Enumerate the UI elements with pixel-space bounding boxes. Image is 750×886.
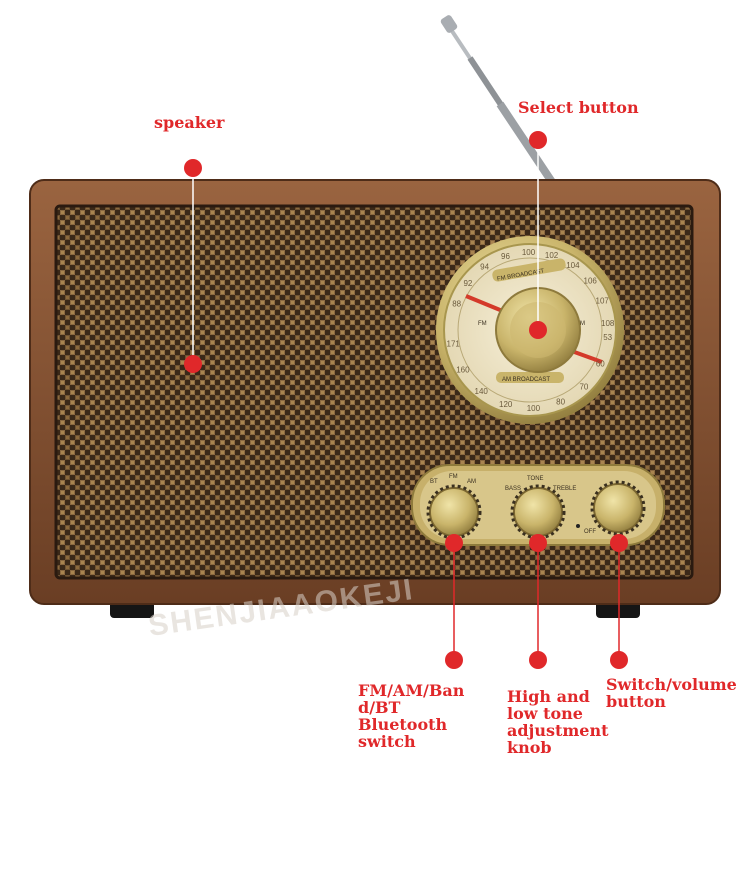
am-scale-number: 171: [447, 340, 461, 349]
fm-scale-number: 106: [584, 276, 598, 285]
select-callout-target: [529, 321, 547, 339]
am-scale-number: 100: [527, 404, 541, 413]
bass-label: BASS: [505, 486, 521, 492]
fm-scale-number: 102: [545, 251, 559, 260]
fm-scale-number: 88: [452, 299, 461, 308]
tone-knob-label: High and low tone adjustment knob: [507, 687, 609, 757]
speaker-callout-dot: [184, 159, 202, 177]
band-label-bt: BT: [430, 479, 438, 485]
band-switch-label: FM/AM/Ban d/BT Bluetooth switch: [358, 681, 465, 751]
am-band-title: AM BROADCAST: [502, 377, 550, 383]
fm-scale-number: 92: [463, 279, 472, 288]
band-switch-knob[interactable]: [429, 487, 479, 537]
tone-callout-target: [529, 534, 547, 552]
am-scale-number: 120: [499, 400, 513, 409]
fm-scale-number: 96: [501, 252, 510, 261]
select-callout-dot: [529, 131, 547, 149]
band-callout-target: [445, 534, 463, 552]
volume-knob[interactable]: [593, 483, 643, 533]
treble-label: TREBLE: [553, 486, 576, 492]
fm-scale-number: 100: [522, 248, 536, 257]
am-scale-number: 53: [603, 333, 612, 342]
tone-callout-dot: [529, 651, 547, 669]
fm-scale-number: 104: [566, 261, 580, 270]
tuning-dial: 88 92 94 96 100 102 104 106 107 108 171 160 140 120 1…: [436, 236, 624, 424]
tone-knob[interactable]: [513, 487, 563, 537]
am-scale-number: 160: [456, 366, 470, 375]
fm-scale-number: 107: [596, 297, 610, 306]
speaker-callout-target: [184, 355, 202, 373]
fm-side-label: FM: [478, 321, 487, 327]
am-scale-number: 140: [475, 387, 489, 396]
band-label-fm: FM: [449, 474, 458, 480]
off-label: OFF: [584, 529, 596, 535]
speaker-label: speaker: [154, 113, 225, 132]
select-button-label: Select button: [518, 98, 639, 117]
am-scale-number: 80: [556, 398, 565, 407]
am-scale-number: 60: [596, 360, 605, 369]
control-panel: BT FM AM TONE BASS TREBLE OFF: [411, 464, 665, 546]
volume-callout-dot: [610, 651, 628, 669]
fm-scale-number: 108: [601, 319, 615, 328]
am-scale-number: 70: [579, 382, 588, 391]
fm-scale-number: 94: [480, 263, 489, 272]
volume-button-label: Switch/volume button: [606, 675, 737, 711]
band-label-am: AM: [467, 479, 476, 485]
tone-label: TONE: [527, 476, 544, 482]
volume-callout-target: [610, 534, 628, 552]
band-callout-dot: [445, 651, 463, 669]
callouts: [184, 131, 628, 669]
